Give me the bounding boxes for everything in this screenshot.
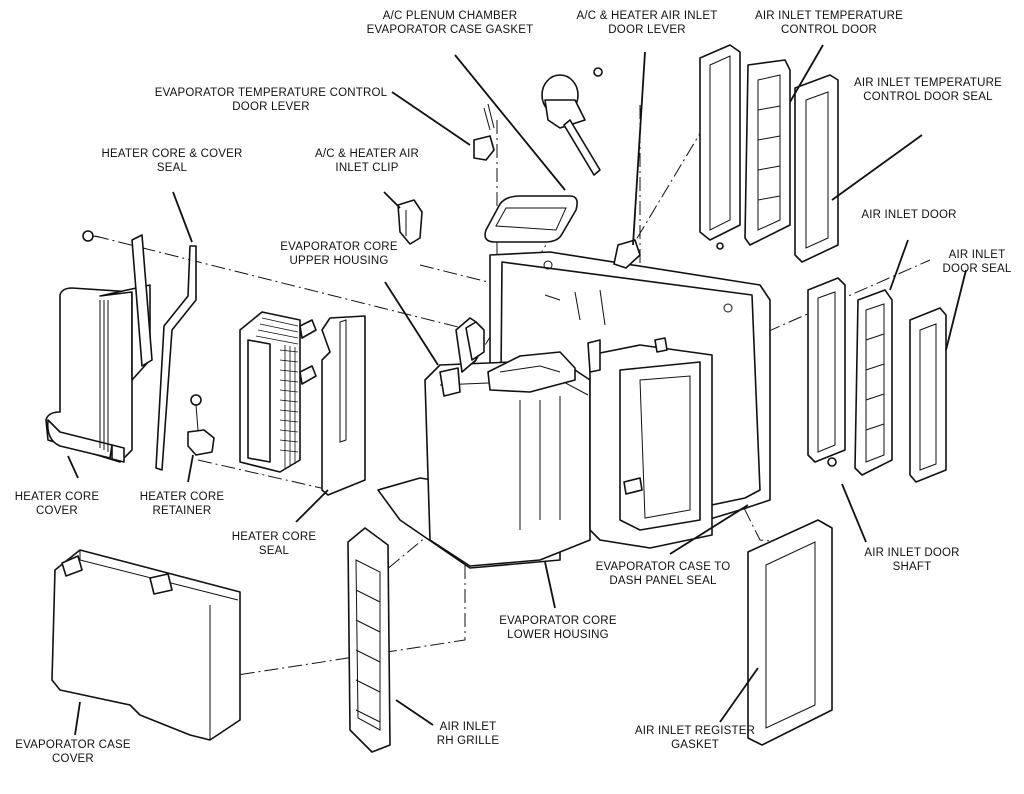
label-line: SEAL bbox=[156, 162, 188, 174]
label-line: HEATER CORE bbox=[14, 491, 100, 503]
temp-control-door-part bbox=[699, 44, 839, 263]
air-inlet-door-part bbox=[807, 277, 947, 483]
label-line: DASH PANEL SEAL bbox=[609, 575, 717, 587]
label-inlet-clip: A/C & HEATER AIR INLET CLIP bbox=[315, 147, 419, 175]
label-line: HEATER CORE bbox=[231, 531, 317, 543]
label-heater-core-seal: HEATER CORE SEAL bbox=[232, 530, 316, 558]
label-line: DOOR SEAL bbox=[942, 263, 1012, 275]
heater-core-retainer-part bbox=[187, 394, 215, 456]
label-line: EVAPORATOR TEMPERATURE CONTROL bbox=[154, 87, 388, 99]
label-line: SEAL bbox=[258, 545, 290, 557]
heater-core-cover-part bbox=[45, 230, 153, 463]
inlet-clip-part bbox=[397, 199, 423, 245]
label-line: CONTROL DOOR SEAL bbox=[863, 91, 993, 103]
label-line: EVAPORATOR CORE bbox=[280, 241, 398, 253]
label-line: A/C & HEATER AIR INLET bbox=[576, 10, 718, 22]
label-line: AIR INLET TEMPERATURE bbox=[755, 10, 903, 22]
label-line: COVER bbox=[52, 753, 94, 765]
label-line: A/C & HEATER AIR bbox=[315, 148, 419, 160]
label-line: EVAPORATOR CORE bbox=[499, 615, 617, 627]
label-line: AIR INLET DOOR bbox=[864, 547, 960, 559]
label-line: GASKET bbox=[671, 739, 719, 751]
label-dash-panel-seal: EVAPORATOR CASE TO DASH PANEL SEAL bbox=[596, 560, 731, 588]
label-line: RH GRILLE bbox=[436, 735, 500, 747]
label-line: DOOR LEVER bbox=[608, 24, 686, 36]
label-heater-core-cover: HEATER CORE COVER bbox=[15, 490, 99, 518]
label-temp-control-door: AIR INLET TEMPERATURE CONTROL DOOR bbox=[755, 9, 903, 37]
label-air-inlet-door-shaft: AIR INLET DOOR SHAFT bbox=[864, 546, 959, 574]
plenum-gasket-part bbox=[484, 195, 578, 243]
evaporator-case-part bbox=[377, 251, 771, 569]
label-plenum-gasket: A/C PLENUM CHAMBER EVAPORATOR CASE GASKE… bbox=[367, 9, 534, 37]
label-air-inlet-door-seal: AIR INLET DOOR SEAL bbox=[943, 248, 1012, 276]
label-line: CONTROL DOOR bbox=[781, 24, 877, 36]
evap-temp-door-lever-part bbox=[439, 103, 495, 397]
label-evap-case-cover: EVAPORATOR CASE COVER bbox=[15, 738, 130, 766]
label-line: EVAPORATOR CASE GASKET bbox=[366, 24, 534, 36]
inlet-door-lever-part bbox=[541, 67, 641, 269]
label-line: AIR INLET bbox=[439, 721, 497, 733]
label-rh-grille: AIR INLET RH GRILLE bbox=[437, 720, 500, 748]
label-upper-housing: EVAPORATOR CORE UPPER HOUSING bbox=[280, 240, 397, 268]
label-line: INLET CLIP bbox=[335, 162, 399, 174]
label-line: UPPER HOUSING bbox=[289, 255, 389, 267]
label-line: EVAPORATOR CASE TO bbox=[595, 561, 731, 573]
label-line: SHAFT bbox=[892, 561, 932, 573]
label-line: EVAPORATOR CASE bbox=[15, 739, 131, 751]
register-gasket-part bbox=[747, 519, 833, 746]
label-line: A/C PLENUM CHAMBER bbox=[382, 10, 518, 22]
label-evap-temp-door-lever: EVAPORATOR TEMPERATURE CONTROL DOOR LEVE… bbox=[155, 86, 387, 114]
label-line: LOWER HOUSING bbox=[507, 629, 609, 641]
label-line: AIR INLET REGISTER bbox=[634, 725, 756, 737]
label-line: DOOR LEVER bbox=[232, 101, 310, 113]
label-inlet-door-lever: A/C & HEATER AIR INLET DOOR LEVER bbox=[577, 9, 718, 37]
label-air-inlet-door: AIR INLET DOOR bbox=[861, 208, 956, 222]
label-line: RETAINER bbox=[152, 505, 212, 517]
label-line: AIR INLET bbox=[948, 249, 1006, 261]
label-line: AIR INLET DOOR bbox=[861, 209, 957, 221]
label-register-gasket: AIR INLET REGISTER GASKET bbox=[635, 724, 755, 752]
label-heater-core-cover-seal: HEATER CORE & COVER SEAL bbox=[102, 147, 243, 175]
label-temp-control-door-seal: AIR INLET TEMPERATURE CONTROL DOOR SEAL bbox=[854, 76, 1002, 104]
leader-lines bbox=[67, 44, 967, 736]
label-line: HEATER CORE bbox=[139, 491, 225, 503]
label-line: AIR INLET TEMPERATURE bbox=[854, 77, 1002, 89]
label-lower-housing: EVAPORATOR CORE LOWER HOUSING bbox=[499, 614, 616, 642]
label-line: HEATER CORE & COVER bbox=[101, 148, 243, 160]
heater-core-cover-seal-part bbox=[155, 245, 197, 471]
label-line: COVER bbox=[36, 505, 78, 517]
heater-core-seal-part bbox=[321, 315, 366, 496]
rh-grille-part bbox=[347, 527, 391, 753]
evap-case-cover-part bbox=[51, 549, 241, 741]
heater-core-part bbox=[239, 311, 317, 473]
label-heater-core-retainer: HEATER CORE RETAINER bbox=[140, 490, 224, 518]
